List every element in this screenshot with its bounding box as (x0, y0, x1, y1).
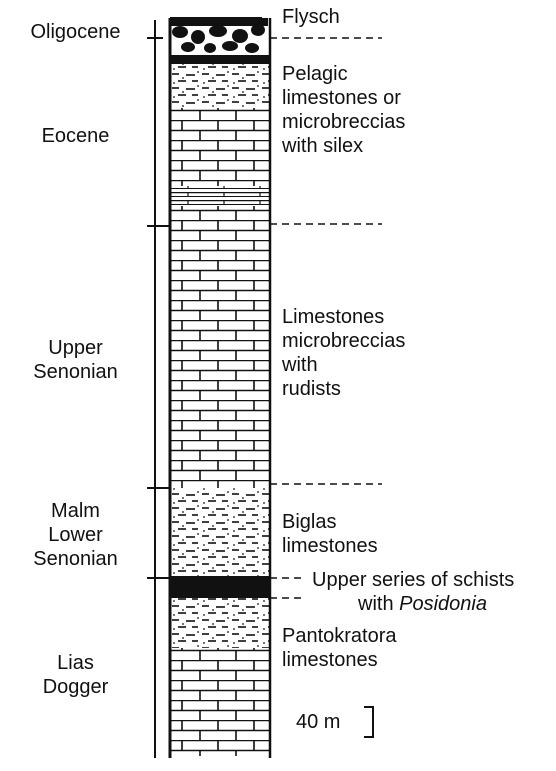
pelagic-limestone-unit (170, 64, 270, 108)
posidonia-prefix: with (358, 593, 399, 615)
pantokratora-marly-unit (170, 598, 270, 648)
posidonia-schist-unit (170, 576, 270, 598)
age-label-upper-senonian: Upper Senonian (8, 336, 143, 384)
litho-label-pelagic: Pelagic limestones or microbreccias with… (282, 62, 405, 158)
litho-label-schists: Upper series of schists (312, 568, 514, 592)
litho-label-pantokratora: Pantokratora limestones (282, 624, 397, 672)
time-axis (147, 20, 170, 758)
posidonia-genus: Posidonia (399, 593, 487, 615)
age-label-oligocene: Oligocene (8, 20, 143, 44)
age-label-lias-dogger: Lias Dogger (8, 651, 143, 699)
biglas-limestone-unit (170, 488, 270, 576)
litho-label-limestones-rudists: Limestones microbreccias with rudists (282, 305, 405, 401)
scale-label: 40 m (296, 710, 340, 734)
litho-label-biglas: Biglas limestones (282, 510, 378, 558)
pelagic-thin-beds-unit (170, 108, 270, 226)
age-label-malm-lower-senonian: Malm Lower Senonian (8, 499, 143, 571)
age-label-eocene: Eocene (8, 124, 143, 148)
rudist-limestone-unit (170, 226, 270, 488)
scale-bar (364, 706, 374, 738)
litho-label-posidonia: with Posidonia (358, 592, 487, 616)
pantokratora-limestone-unit (170, 648, 270, 756)
silex-beds (170, 186, 270, 206)
litho-label-flysch: Flysch (282, 5, 340, 29)
